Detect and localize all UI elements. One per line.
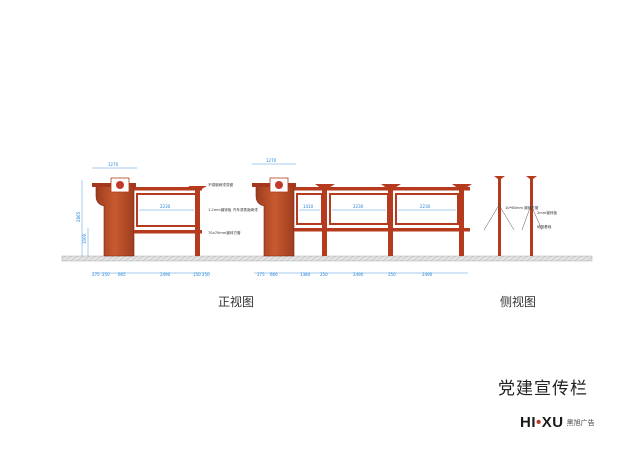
right-base-dim-0: 275	[257, 272, 265, 277]
brand-xu: XU	[541, 413, 564, 431]
right-base-dim-2: 1384	[300, 272, 311, 277]
right-panel-width-2: 2230	[353, 204, 364, 209]
side-post-right	[530, 177, 533, 256]
right-bottom-beam	[294, 228, 470, 232]
front-view-left: 2230 1270 2865 1000 不锈钢烤漆党徽 1.2mm镀锌板 汽车漆…	[76, 162, 258, 277]
right-finial-2	[381, 184, 401, 189]
right-base-dim-6: 2490	[422, 272, 433, 277]
left-note-top: 不锈钢烤漆党徽	[208, 182, 234, 187]
right-base-dim-4: 2490	[353, 272, 364, 277]
left-emblem-icon	[116, 181, 124, 189]
page-title: 党建宣传栏	[498, 379, 588, 399]
left-base-dim-3: 2490	[160, 272, 171, 277]
brand-subtitle: 黑旭广告	[566, 419, 595, 427]
right-base-dim-1: 666	[270, 272, 278, 277]
brand-wordmark: HI•XU	[520, 414, 564, 431]
left-base-dim-5: 250	[202, 272, 210, 277]
right-top-width: 1270	[266, 158, 277, 163]
left-top-width: 1270	[108, 162, 119, 167]
left-note-bottom: 70x70mm镀锌方管	[208, 230, 241, 235]
right-base-dim-3: 250	[320, 272, 328, 277]
left-base-dim-2: 665	[118, 272, 126, 277]
right-panel-width-3: 2230	[420, 204, 431, 209]
left-bottom-beam	[134, 230, 202, 234]
right-panel-2	[329, 193, 389, 225]
right-top-beam	[294, 187, 470, 191]
front-view-right: 1410 2230 2230 1270 275 666 1384 250 249…	[252, 158, 472, 277]
left-base-dim-4: 150	[193, 272, 201, 277]
right-panel-3	[395, 193, 459, 225]
left-base-dim-1: 250	[102, 272, 110, 277]
side-note-2: 2mm镀锌板	[537, 210, 557, 215]
right-finial-1	[315, 184, 335, 189]
brand-hi: HI	[520, 413, 536, 431]
side-note-3: 地笼基础	[537, 224, 552, 229]
side-post-left	[498, 177, 501, 256]
side-finial-left	[494, 176, 505, 179]
right-post-1	[322, 187, 327, 256]
ground-line	[61, 255, 593, 262]
brand-logo: HI•XU 黑旭广告	[520, 414, 595, 431]
right-panel-1	[296, 193, 323, 225]
right-panel-width-1: 1410	[303, 204, 314, 209]
right-finial-3	[452, 184, 472, 189]
brand-dot: •	[536, 413, 542, 431]
side-note-1: 10*60mm 镀锌方管	[505, 205, 539, 210]
left-panel-width: 2230	[160, 204, 171, 209]
left-height-lower: 1000	[82, 233, 87, 244]
left-post	[195, 187, 200, 256]
left-column	[95, 185, 135, 257]
front-view-caption: 正视图	[218, 295, 255, 309]
left-finial	[188, 186, 207, 190]
left-height-total: 2865	[76, 211, 81, 222]
right-base-dim-5: 250	[388, 272, 396, 277]
left-note-mid: 1.2mm镀锌板 汽车漆表面烤漆	[208, 207, 258, 212]
right-post-3	[459, 187, 464, 256]
side-finial-right	[526, 176, 537, 179]
side-view: 10*60mm 镀锌方管 2mm镀锌板 地笼基础	[483, 176, 557, 256]
right-post-2	[388, 187, 393, 256]
left-base-dim-0: 275	[92, 272, 100, 277]
right-column	[255, 185, 295, 257]
side-view-caption: 侧视图	[500, 295, 537, 309]
right-emblem-icon	[275, 181, 283, 189]
left-top-beam	[134, 187, 202, 191]
